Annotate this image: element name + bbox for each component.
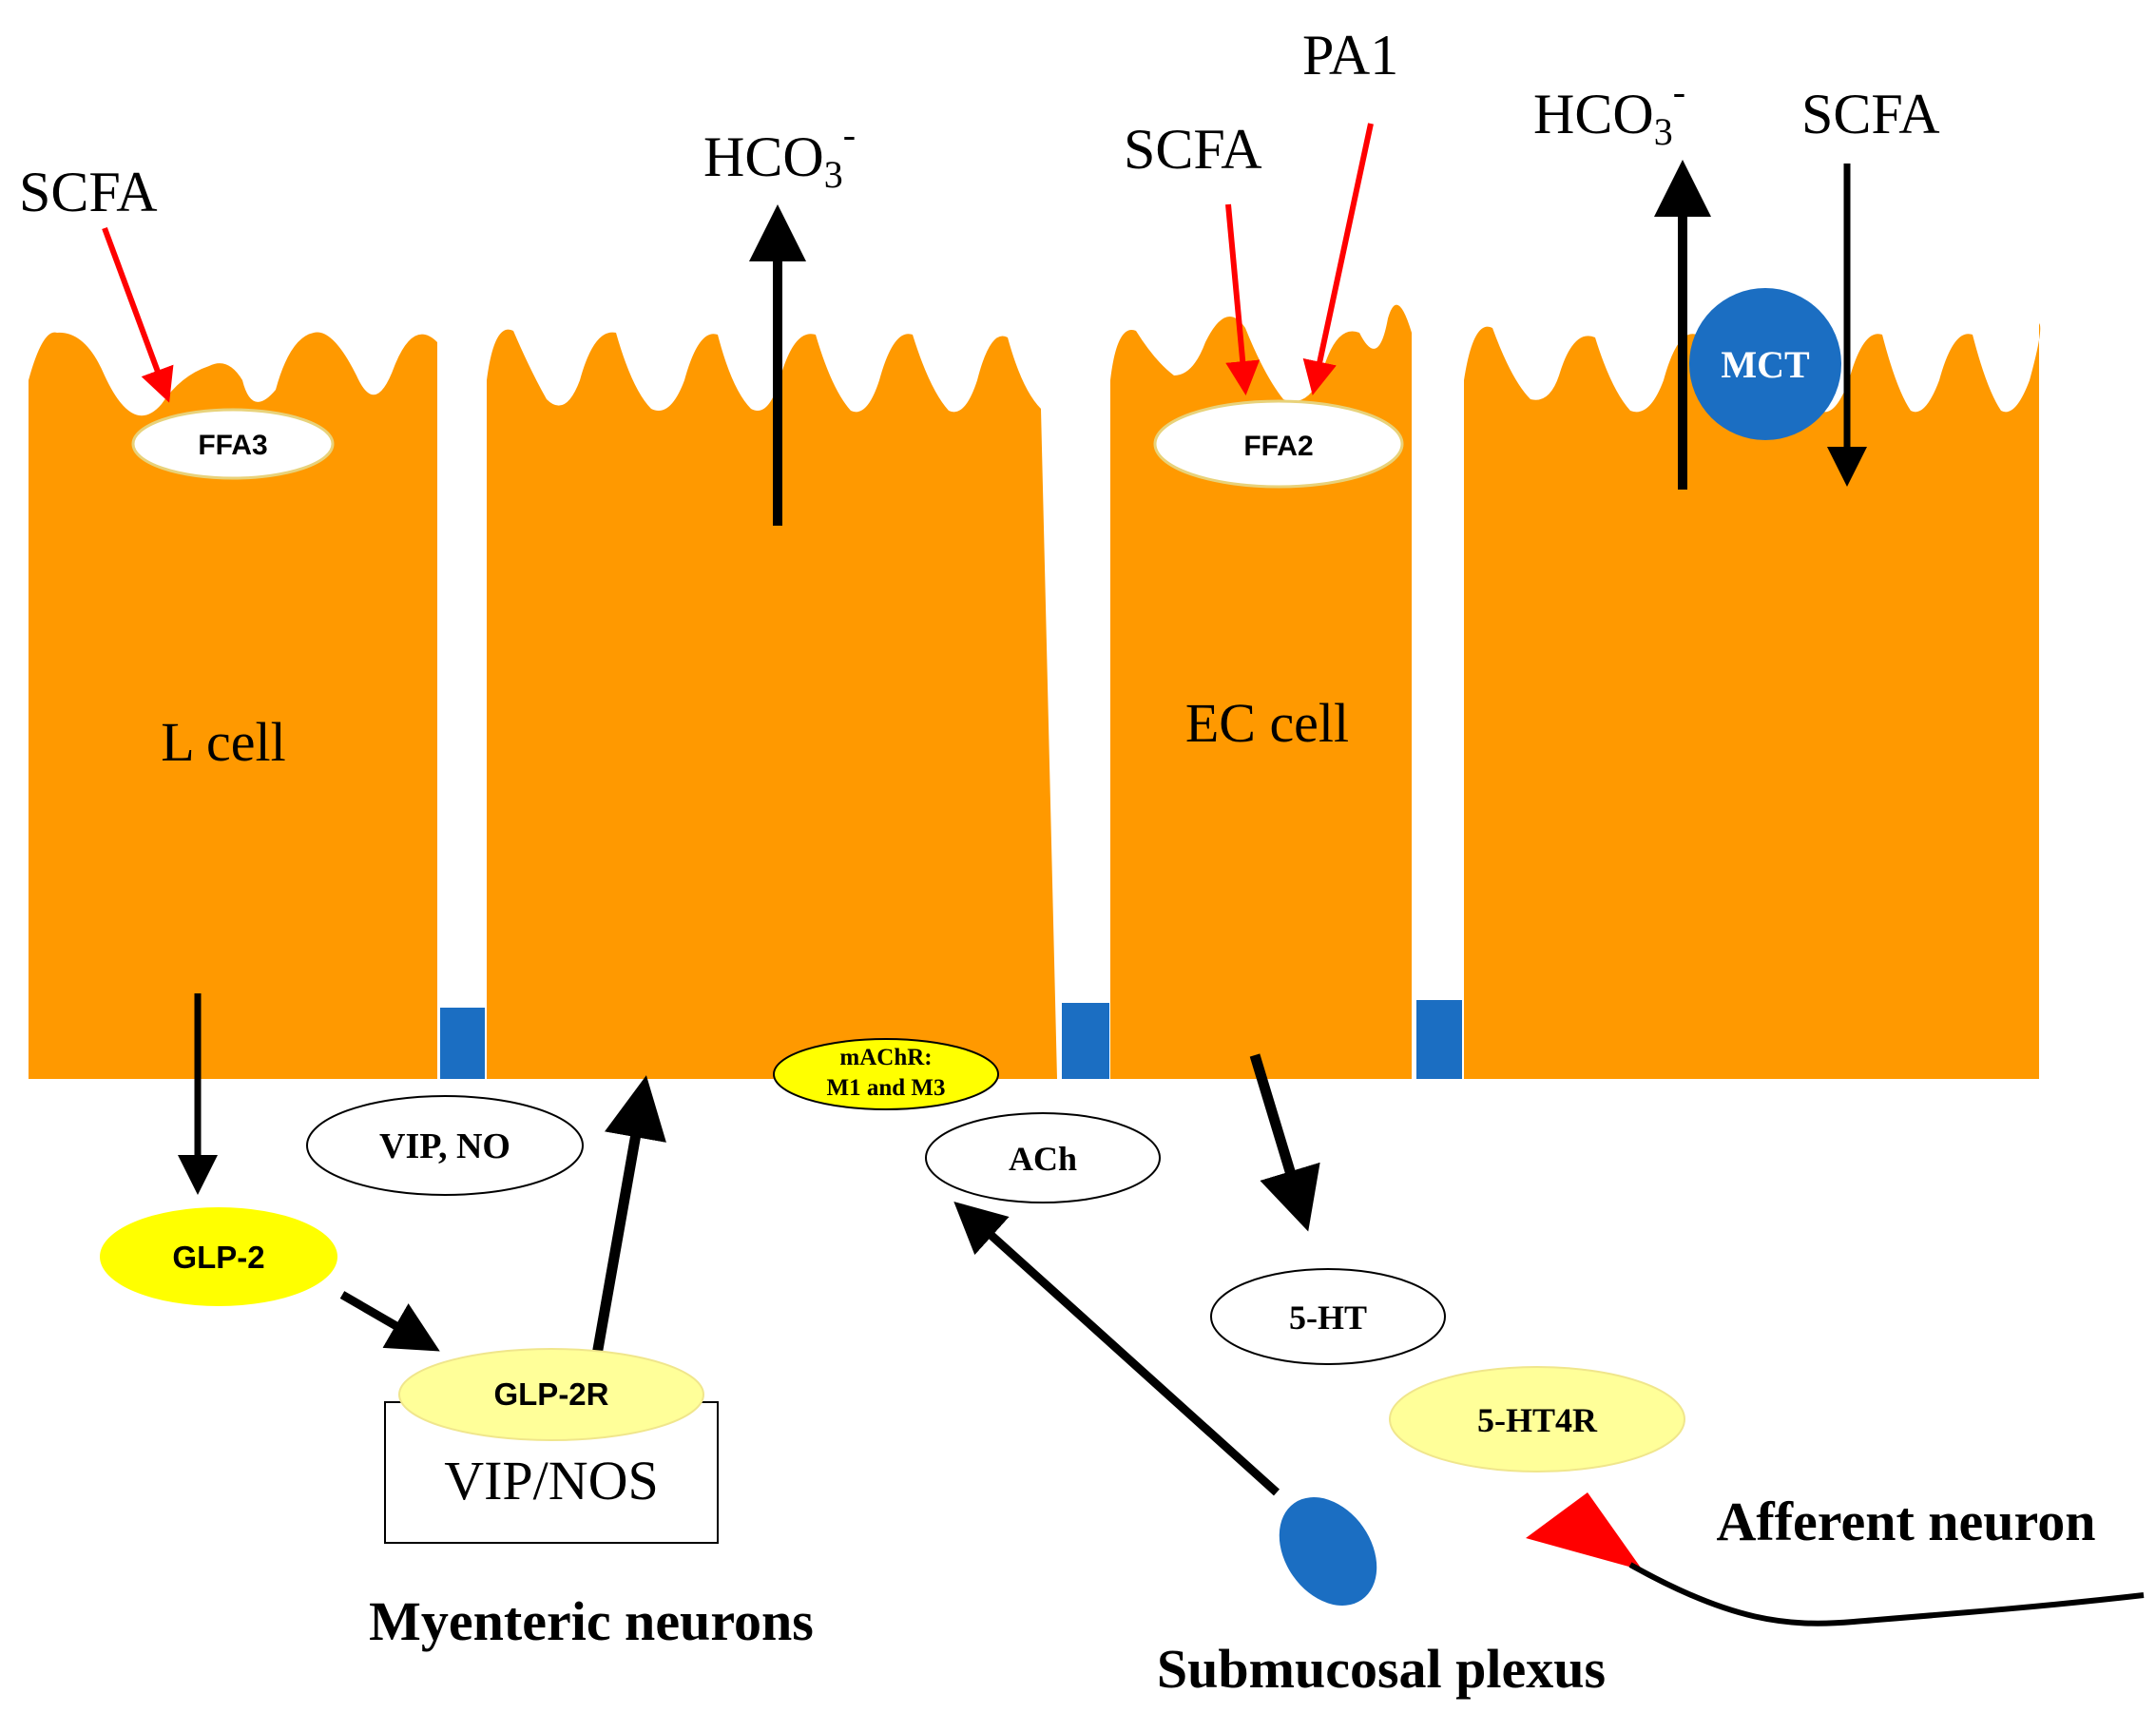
scfa-right-label: SCFA [1801, 83, 1940, 145]
five-ht4r-ellipse [1389, 1366, 1685, 1472]
ffa2-label: FFA2 [1243, 431, 1313, 462]
machr-label-line1: mAChR: [839, 1045, 932, 1070]
glp2r-ellipse [398, 1348, 704, 1441]
tight-junction-1 [440, 1008, 485, 1079]
afferent-neuron-axon [1628, 1562, 2145, 1626]
mct-transporter [1689, 288, 1841, 440]
submucosal-to-ach-arrow [953, 1201, 1280, 1496]
afferent-neuron-terminal [1526, 1492, 1643, 1570]
hco3-right-label: HCO3- [1533, 70, 1685, 153]
l-cell-label: L cell [161, 711, 286, 773]
ffa3-receptor [131, 408, 335, 480]
scfa-to-ffa2-arrow [1225, 203, 1261, 395]
vip-nos-label: VIP/NOS [444, 1450, 659, 1511]
glp2-to-glp2r-arrow [339, 1291, 440, 1352]
five-ht-label: 5-HT [1289, 1299, 1367, 1337]
tight-junction-3 [1416, 1000, 1462, 1079]
middle-cell-body [487, 329, 1057, 1080]
mct-label: MCT [1721, 343, 1810, 386]
submucosal-neuron-body [1279, 1497, 1377, 1606]
five-ht-ellipse [1210, 1268, 1446, 1365]
five-ht4r-label: 5-HT4R [1477, 1401, 1598, 1439]
ffa3-label: FFA3 [198, 430, 267, 461]
ec-cell-body [1110, 304, 1412, 1079]
tight-junction-2 [1062, 1003, 1109, 1079]
l-cell-body [29, 332, 437, 1080]
scfa-ec-label: SCFA [1124, 118, 1262, 181]
ach-ellipse [925, 1112, 1161, 1203]
submucosal-plexus-label: Submucosal plexus [1157, 1638, 1606, 1700]
scfa-left-label: SCFA [19, 161, 158, 223]
machr-receptor [773, 1038, 999, 1110]
vipnos-to-cell-arrow [591, 1075, 666, 1356]
hco3-mid-label: HCO3- [703, 113, 856, 196]
ach-label: ACh [1009, 1140, 1077, 1178]
ec-cell-5ht-release-arrow [1249, 1053, 1320, 1232]
pa1-to-ffa2-arrow [1302, 123, 1374, 395]
vip-no-ellipse [306, 1095, 584, 1196]
afferent-neuron-label: Afferent neuron [1717, 1491, 2096, 1552]
vip-no-label: VIP, NO [379, 1126, 510, 1166]
myenteric-neurons-label: Myenteric neurons [369, 1590, 814, 1652]
glp2-label: GLP-2 [172, 1240, 264, 1275]
pa1-label: PA1 [1302, 24, 1398, 87]
glp2-ellipse [100, 1207, 337, 1306]
machr-label-line2: M1 and M3 [827, 1075, 946, 1101]
ffa2-receptor [1153, 399, 1404, 489]
right-cell-body [1464, 323, 2041, 1079]
scfa-to-ffa3-arrow [102, 226, 174, 403]
ec-cell-label: EC cell [1185, 692, 1349, 754]
glp2r-label: GLP-2R [493, 1376, 608, 1412]
